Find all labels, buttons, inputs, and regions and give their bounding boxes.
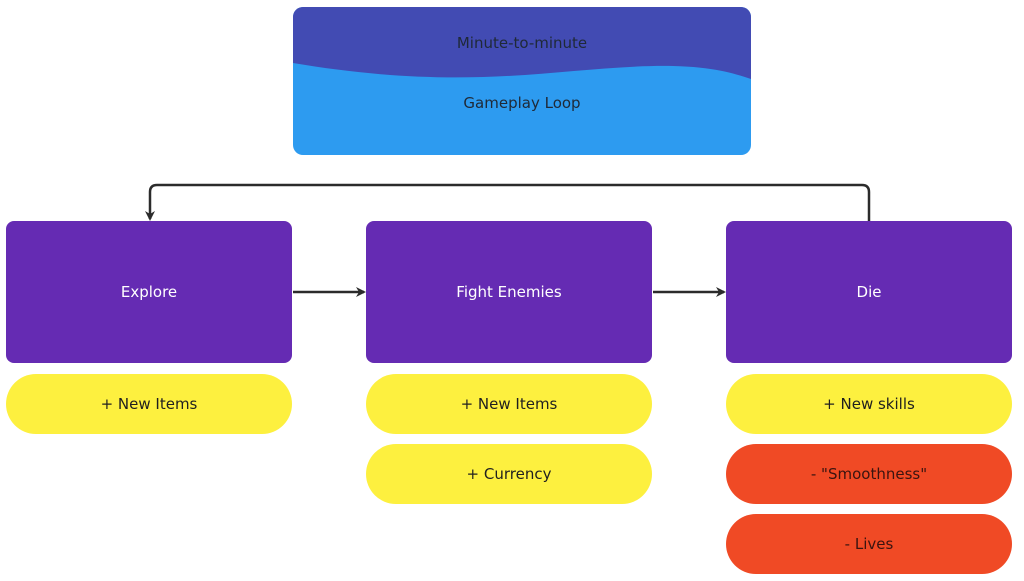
effect-label: + Currency: [466, 465, 552, 483]
effect-pill-loss: - "Smoothness": [726, 444, 1012, 504]
effect-pill-gain: + Currency: [366, 444, 652, 504]
title-card: Minute-to-minute Gameplay Loop: [293, 7, 751, 155]
effect-label: + New skills: [823, 395, 915, 413]
node-label: Fight Enemies: [456, 283, 562, 301]
effect-label: + New Items: [460, 395, 558, 413]
effect-pill-gain: + New Items: [6, 374, 292, 434]
effect-label: - "Smoothness": [810, 465, 928, 483]
effect-label: - Lives: [844, 535, 894, 553]
node-explore[interactable]: Explore: [6, 221, 292, 363]
effect-pill-gain: + New Items: [366, 374, 652, 434]
node-label: Explore: [120, 283, 178, 301]
arrow-die-to-explore: [145, 183, 871, 221]
wave-divider: [293, 7, 751, 79]
effect-label: + New Items: [100, 395, 198, 413]
title-line-2: Gameplay Loop: [463, 94, 581, 112]
node-die[interactable]: Die: [726, 221, 1012, 363]
node-label: Die: [856, 283, 882, 301]
title-line-1: Minute-to-minute: [456, 34, 588, 52]
effect-pill-loss: - Lives: [726, 514, 1012, 574]
effect-pill-gain: + New skills: [726, 374, 1012, 434]
node-fight-enemies[interactable]: Fight Enemies: [366, 221, 652, 363]
